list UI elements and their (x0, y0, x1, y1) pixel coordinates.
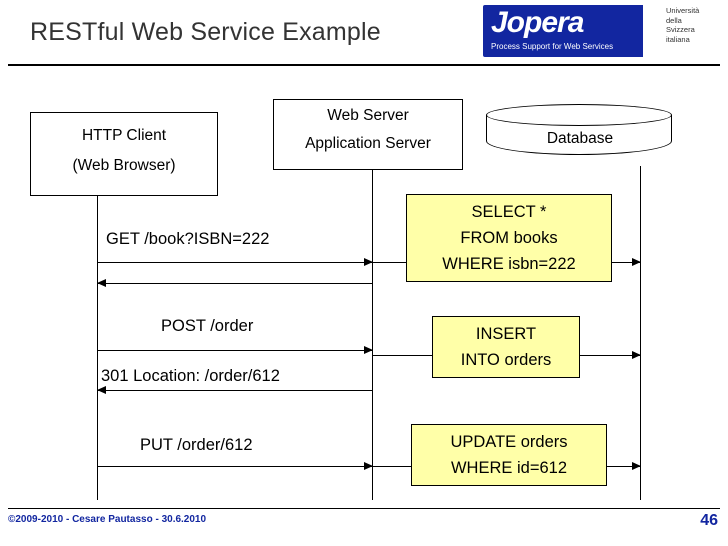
sql-update-line-2: WHERE id=612 (450, 459, 567, 477)
sql-update-line-1: UPDATE orders (450, 433, 568, 451)
arrow-post-request (97, 346, 373, 354)
sql-insert-line-1: INSERT (475, 325, 537, 343)
message-label-301: 301 Location: /order/612 (101, 367, 280, 385)
logo-tagline: Process Support for Web Services (491, 42, 639, 51)
university-line-3: Svizzera (666, 25, 695, 34)
logo-accent-bar (634, 5, 643, 57)
arrow-get-response (97, 279, 372, 287)
message-label-get: GET /book?ISBN=222 (106, 230, 270, 248)
database-label: Database (546, 130, 614, 147)
node-database: Database (486, 104, 674, 166)
sql-box-insert: INSERT INTO orders (432, 316, 580, 378)
sql-box-update: UPDATE orders WHERE id=612 (411, 424, 607, 486)
server-label-line-1: Web Server (327, 107, 409, 124)
sql-box-select: SELECT * FROM books WHERE isbn=222 (406, 194, 612, 282)
lifeline-client (97, 196, 98, 500)
lifeline-server (372, 170, 373, 500)
arrow-put-request (97, 462, 373, 470)
jopera-logo: Jopera Process Support for Web Services (483, 5, 658, 57)
sql-insert-line-2: INTO orders (460, 351, 552, 369)
footer-copyright: ©2009-2010 - Cesare Pautasso - 30.6.2010 (8, 514, 207, 525)
database-cylinder-top (486, 104, 672, 126)
header-divider (8, 64, 720, 66)
client-label-line-2: (Web Browser) (72, 157, 176, 174)
university-mark: Università della Svizzera italiana (666, 6, 699, 44)
logo-wordmark: Jopera (491, 6, 584, 39)
page-title: RESTful Web Service Example (30, 18, 381, 46)
arrow-get-request (97, 258, 373, 266)
client-label-line-1: HTTP Client (81, 127, 167, 144)
server-label-line-2: Application Server (305, 135, 431, 152)
university-line-2: della (666, 15, 682, 25)
sql-select-line-3: WHERE isbn=222 (442, 255, 576, 273)
lifeline-database (640, 166, 641, 500)
node-web-server: Web Server Application Server (273, 99, 463, 170)
university-line-4: italiana (666, 34, 690, 44)
footer-divider (8, 508, 720, 509)
page-number: 46 (700, 512, 718, 529)
sql-select-line-2: FROM books (460, 229, 558, 247)
university-line-1: Università (666, 6, 700, 15)
message-label-put: PUT /order/612 (140, 436, 253, 454)
node-http-client: HTTP Client (Web Browser) (30, 112, 218, 196)
sql-select-line-1: SELECT * (471, 203, 547, 221)
message-label-post: POST /order (161, 317, 254, 335)
arrow-301-response (97, 386, 372, 394)
